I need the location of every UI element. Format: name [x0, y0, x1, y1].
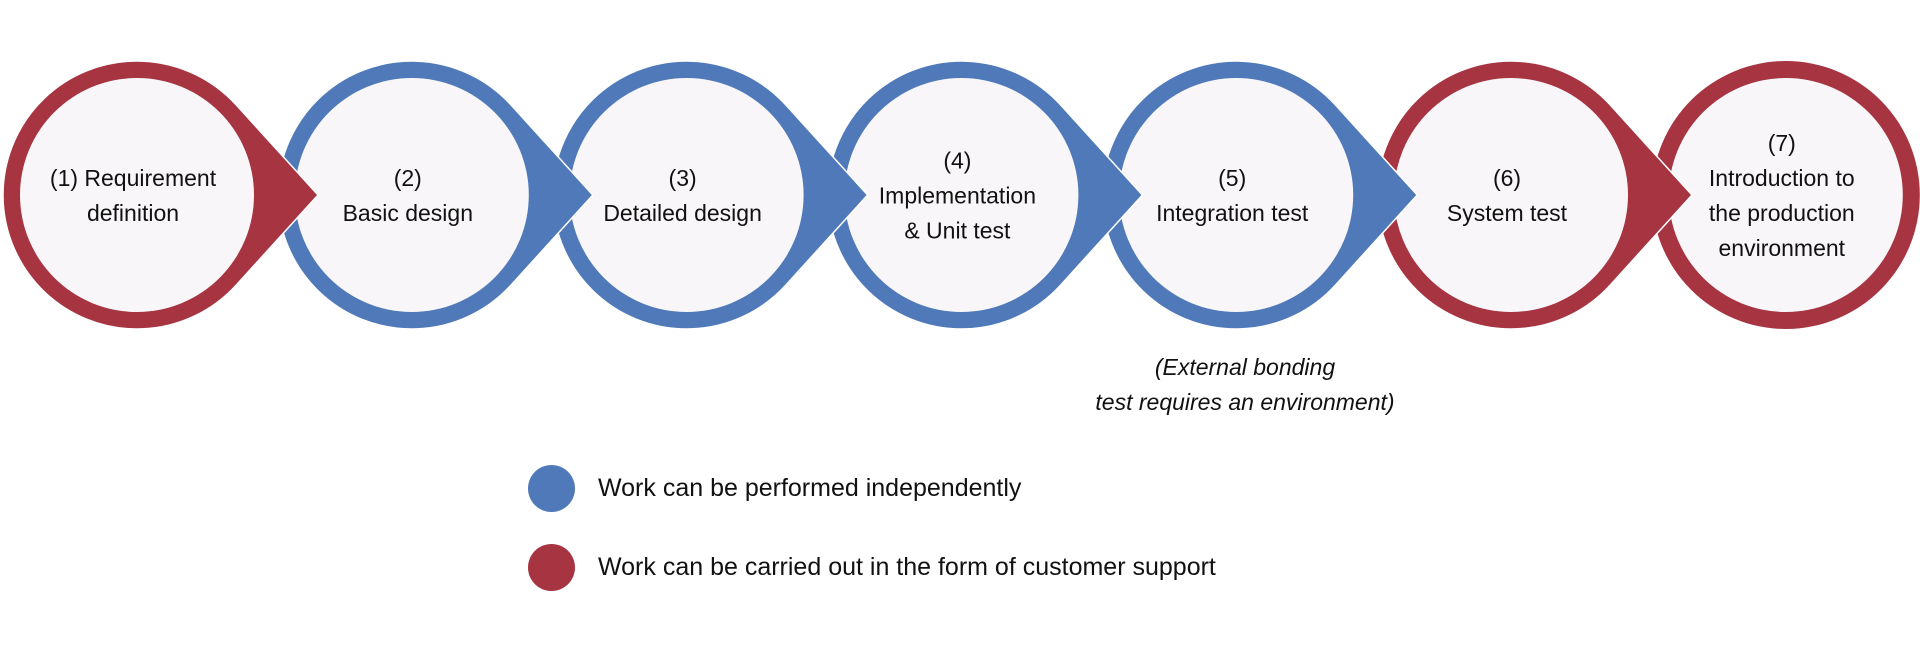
legend-label: Work can be carried out in the form of c… [598, 552, 1216, 581]
step-label-line: (5) [1218, 165, 1247, 191]
step-1-label: (1) Requirement definition [18, 161, 248, 231]
step-label-line: Integration test [1156, 200, 1309, 226]
integration-test-note: (External bonding test requires an envir… [1095, 350, 1394, 420]
step-3-label: (3) Detailed design [568, 161, 798, 231]
step-label-line: (7) [1767, 130, 1796, 156]
legend-item-customer-support: Work can be carried out in the form of c… [528, 543, 1216, 591]
legend-item-independent: Work can be performed independently [528, 464, 1216, 512]
step-label-line: the production [1708, 200, 1855, 226]
step-7-shape [1651, 61, 1920, 329]
step-6-label: (6) System test [1392, 161, 1622, 231]
step-5-shape [1101, 60, 1419, 330]
step-5-inner-circle [1119, 78, 1354, 312]
step-label-line: (2) [393, 165, 422, 191]
step-label-line: Detailed design [603, 200, 762, 226]
step-5-label: (5) Integration test [1117, 161, 1347, 231]
step-7-inner-circle [1668, 78, 1903, 312]
step-2-label: (2) Basic design [293, 161, 523, 231]
step-label-line: (1) Requirement [49, 165, 217, 191]
step-3-inner-circle [569, 78, 804, 312]
step-label-line: (3) [668, 165, 697, 191]
legend-label: Work can be performed independently [598, 473, 1022, 502]
step-label-line: Implementation [878, 182, 1037, 209]
step-6-shape [1376, 60, 1694, 330]
step-label-line: Basic design [342, 200, 473, 226]
step-label-line: (4) [943, 147, 972, 174]
step-1-inner-circle [20, 78, 254, 312]
step-label-line: System test [1446, 200, 1568, 226]
legend: Work can be performed independently Work… [528, 464, 1216, 622]
step-label-line: & Unit test [904, 217, 1011, 244]
step-2-inner-circle [294, 78, 529, 312]
note-line: test requires an environment) [1095, 389, 1395, 415]
step-label-line: definition [86, 200, 180, 226]
step-7-label: (7) Introduction to the production environm… [1667, 126, 1897, 266]
step-4-inner-circle [844, 78, 1079, 312]
step-6-inner-circle [1394, 78, 1628, 312]
red-circle-icon [528, 543, 575, 591]
step-4-shape [826, 60, 1144, 330]
step-label-line: Introduction to [1708, 165, 1855, 191]
blue-circle-icon [528, 464, 575, 512]
step-4-label: (4) Implementation & Unit test [842, 144, 1072, 249]
note-line: (External bonding [1154, 354, 1336, 380]
step-3-shape [551, 60, 869, 330]
step-label-line: (6) [1492, 165, 1522, 191]
step-label-line: environment [1718, 235, 1846, 261]
step-1-shape [2, 60, 320, 330]
